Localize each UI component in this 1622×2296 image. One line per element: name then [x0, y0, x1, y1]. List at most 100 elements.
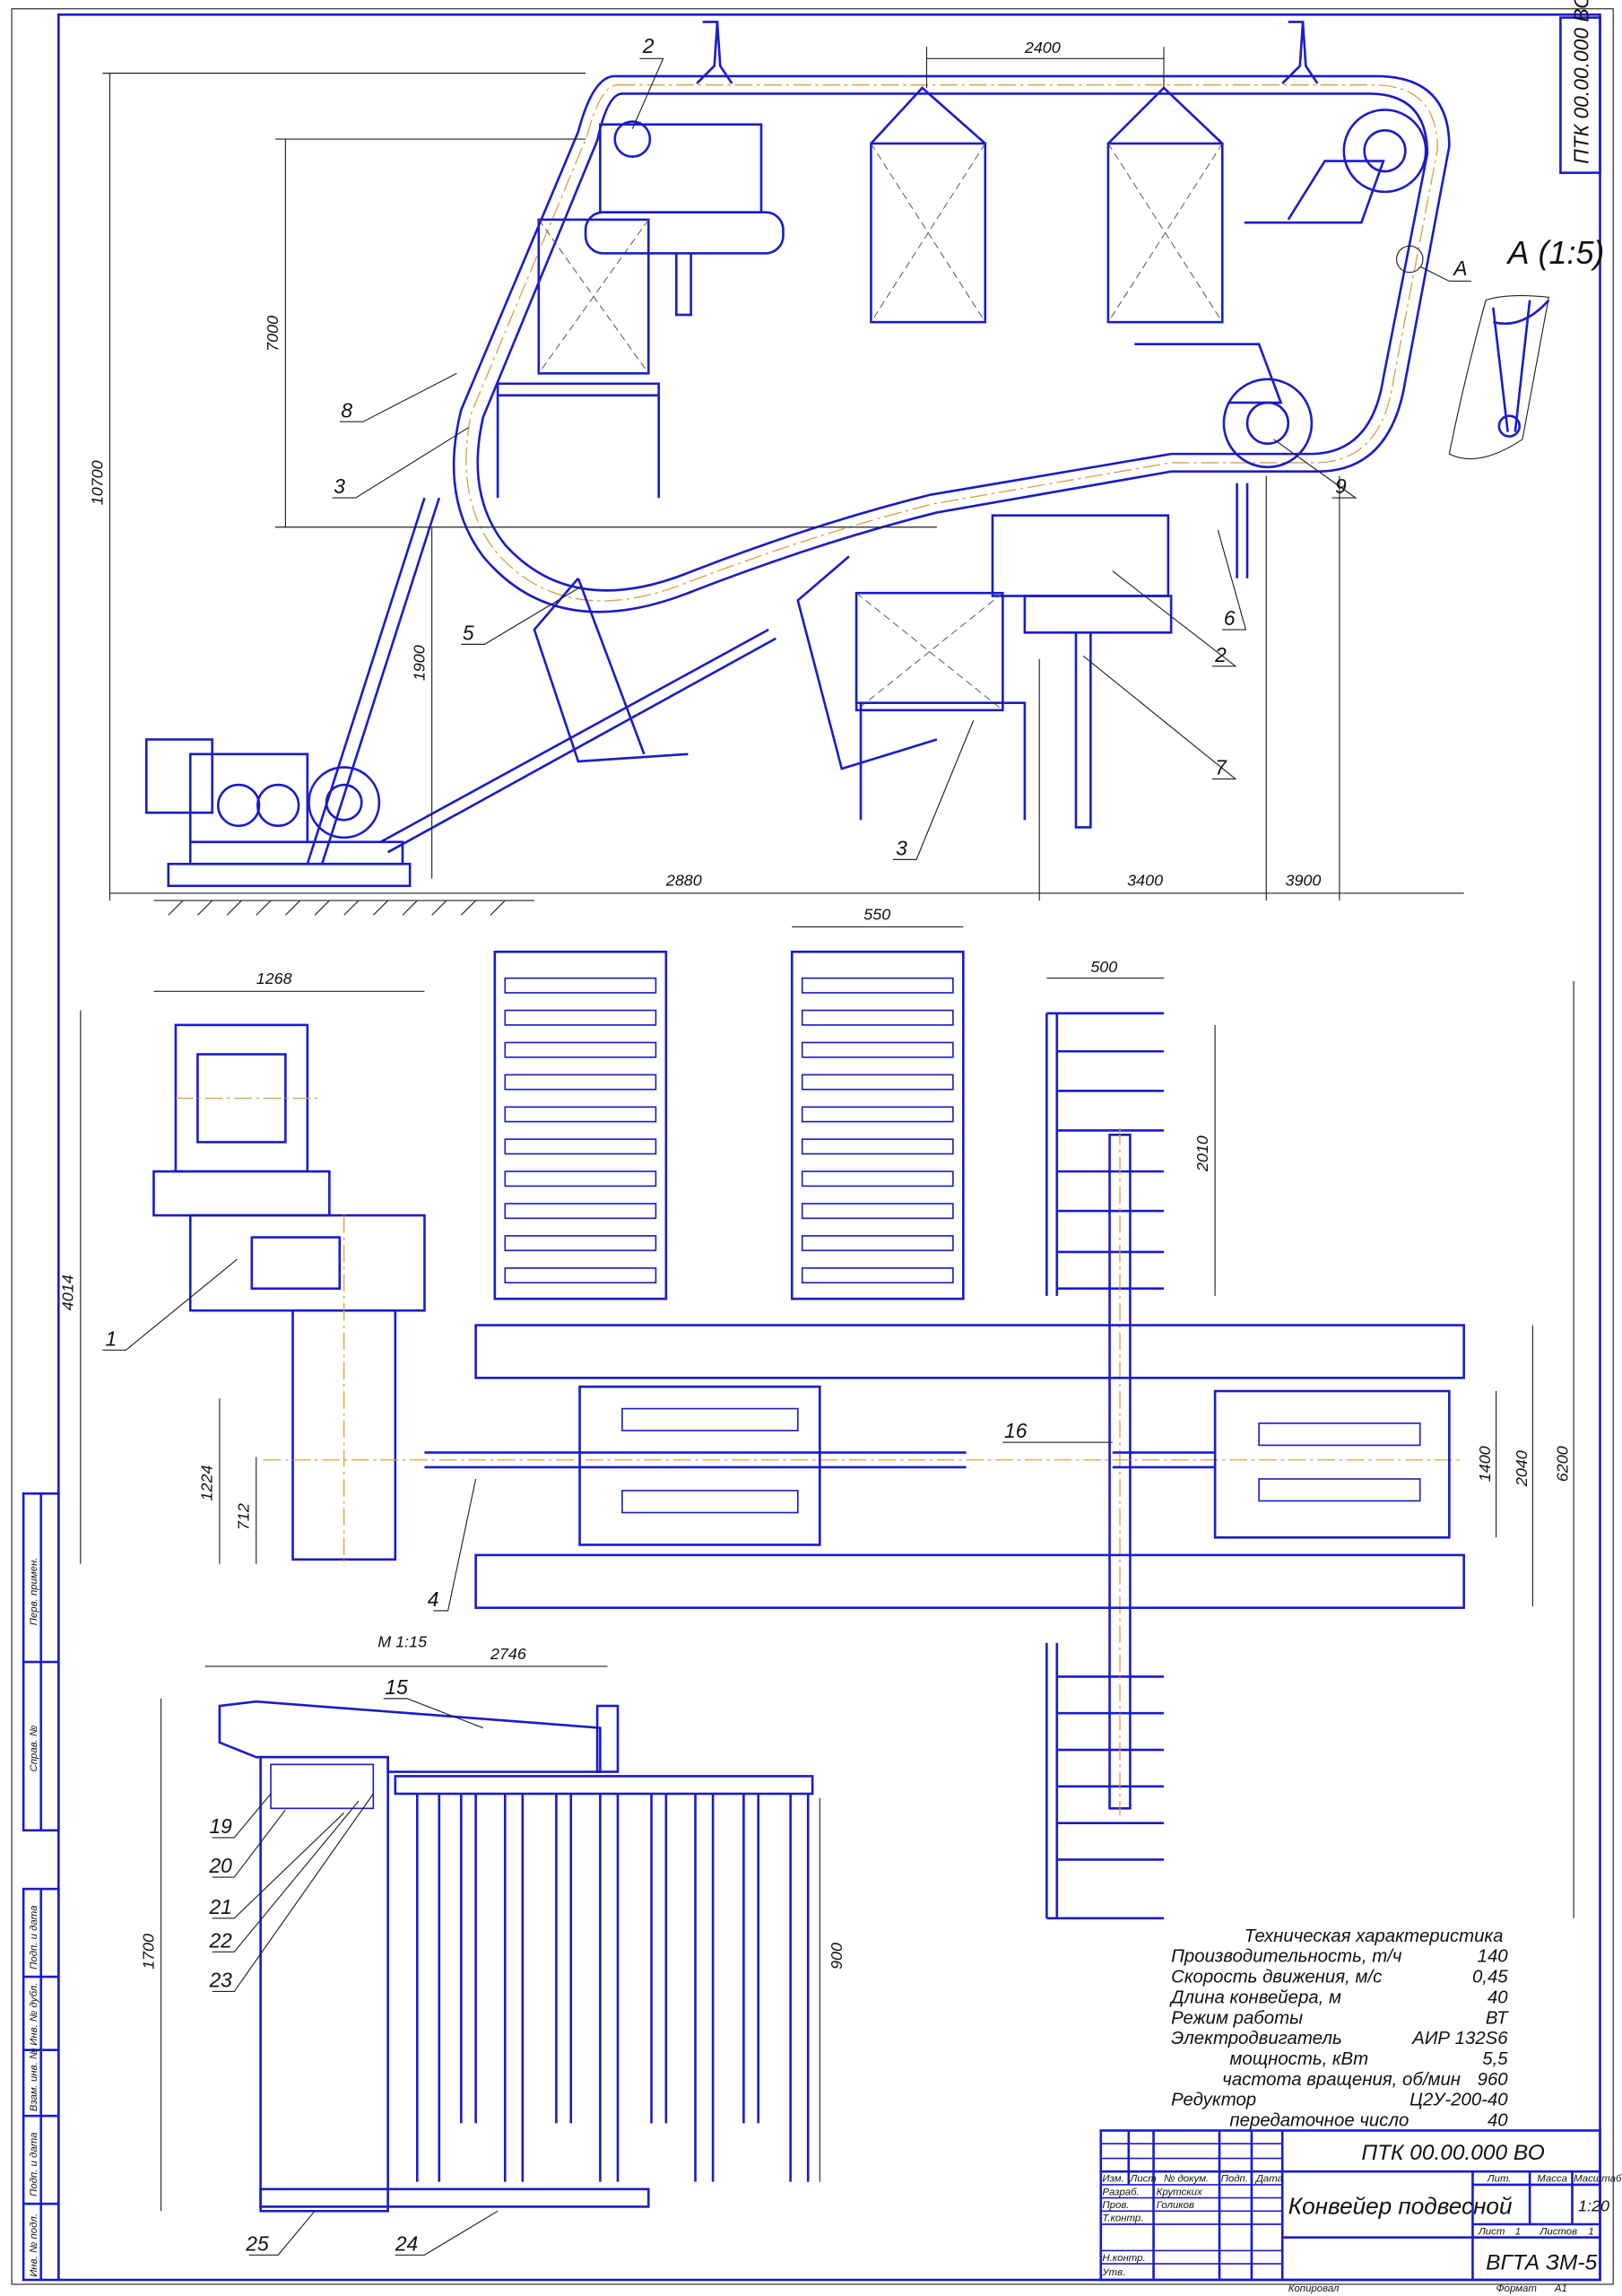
tb-role-prov: Пров. [1102, 2200, 1129, 2211]
dim-2400: 2400 [1024, 39, 1061, 57]
callout-25: 25 [245, 2231, 269, 2255]
stamp-label: Инв. № дубл. [29, 1983, 39, 2046]
dim-1268: 1268 [256, 970, 292, 987]
callout-21: 21 [208, 1895, 231, 1918]
dim-1700: 1700 [139, 1934, 157, 1970]
callout-1: 1 [106, 1326, 117, 1350]
hanger-side-view [160, 1665, 820, 2213]
dim-10700: 10700 [88, 460, 106, 505]
spec-value: 960 [1478, 2070, 1509, 2090]
tb-scale-label: Масштаб [1574, 2174, 1622, 2185]
dim-2746: 2746 [490, 1645, 526, 1663]
tb-person-razrab: Крутских [1157, 2187, 1203, 2197]
tb-sheet-label: Лист [1478, 2226, 1505, 2237]
callout-2: 2 [642, 34, 655, 57]
spec-label: мощность, кВт [1229, 2049, 1368, 2069]
dim-3400: 3400 [1127, 872, 1163, 890]
tb-role-tkontr: Т.контр. [1102, 2213, 1143, 2224]
callout-16: 16 [1004, 1419, 1028, 1442]
spec-label: передаточное число [1229, 2111, 1409, 2131]
callout-5: 5 [463, 621, 474, 644]
detail-view-label: А (1:5) [1506, 234, 1605, 271]
tb-lit-label: Лит. [1487, 2174, 1512, 2185]
dim-7000: 7000 [264, 316, 282, 352]
tb-sheets-total: 1 [1588, 2226, 1593, 2237]
dim-2040: 2040 [1513, 1450, 1531, 1487]
tb-sheet-num: 1 [1515, 2226, 1521, 2237]
callout-23: 23 [208, 1969, 232, 1992]
spec-value: 5,5 [1482, 2049, 1508, 2069]
spec-value: ВТ [1486, 2008, 1509, 2028]
spec-value: АИР 132S6 [1411, 2029, 1508, 2048]
spec-value: Ц2У-200-40 [1409, 2091, 1508, 2110]
dim-1224: 1224 [198, 1465, 216, 1501]
tb-person-prov: Голиков [1157, 2200, 1194, 2211]
title-block: ПТК 00.00.000 ВО Конвейер подвесной ВГТА… [1099, 2129, 1622, 2294]
callout-22: 22 [208, 1928, 232, 1952]
callout-3: 3 [334, 474, 345, 498]
tb-scale: 1:20 [1578, 2196, 1609, 2214]
dim-2880: 2880 [665, 872, 702, 890]
tb-name: Конвейер подвесной [1288, 2193, 1513, 2220]
stamp-label: Инв. № подл. [29, 2213, 39, 2277]
stamp-label: Взам. инв. № [29, 2048, 39, 2112]
spec-label: частота вращения, об/мин [1222, 2070, 1461, 2090]
callout-7: 7 [1215, 756, 1227, 779]
callout-24: 24 [395, 2231, 418, 2255]
spec-label: Длина конвейера, м [1169, 1987, 1341, 2007]
callout-9: 9 [1335, 474, 1347, 498]
tb-role-nkontr: Н.контр. [1102, 2253, 1145, 2264]
tb-sign-header: Подп. [1221, 2174, 1248, 2185]
callout-6: 6 [1224, 606, 1236, 630]
dim-712: 712 [235, 1503, 253, 1530]
tech-spec: Техническая характеристика Производитель… [1169, 1926, 1509, 2131]
dim-900: 900 [828, 1943, 846, 1970]
tb-format-label: Формат [1496, 2283, 1537, 2294]
sheet-frame: ПТК 00.00.000 ВО [11, 0, 1614, 2285]
roller-rack [493, 950, 668, 1300]
tb-format: А1 [1554, 2283, 1567, 2294]
tb-mass-label: Масса [1537, 2174, 1567, 2185]
spec-value: 40 [1488, 1987, 1508, 2007]
spec-label: Электродвигатель [1171, 2029, 1342, 2048]
spec-label: Скорость движения, м/с [1171, 1968, 1382, 1987]
spec-value: 0,45 [1472, 1968, 1508, 1987]
stamp-label: Справ. № [29, 1726, 39, 1772]
side-stamp: Перв. примен. Справ. № Подп. и дата Инв.… [22, 1492, 60, 2282]
stamp-label: Перв. примен. [29, 1557, 39, 1625]
tech-spec-title: Техническая характеристика [1245, 1926, 1504, 1946]
spec-label: Режим работы [1171, 2008, 1303, 2028]
dim-3900: 3900 [1285, 872, 1321, 890]
scale-note: М 1:15 [377, 1633, 428, 1651]
dim-1900: 1900 [410, 645, 428, 681]
dim-4014: 4014 [59, 1274, 77, 1310]
tb-date-header: Дата [1254, 2174, 1283, 2185]
spec-label: Редуктор [1171, 2091, 1256, 2110]
dim-550: 550 [863, 905, 890, 923]
rotated-designation: ПТК 00.00.000 ВО [1569, 0, 1592, 164]
dim-6200: 6200 [1554, 1446, 1572, 1482]
tb-role-utv: Утв. [1101, 2267, 1125, 2278]
tb-sheets-label: Листов [1540, 2226, 1578, 2237]
tb-doc-header: № докум. [1164, 2174, 1209, 2185]
dim-2010: 2010 [1193, 1135, 1211, 1172]
spec-label: Производительность, т/ч [1171, 1947, 1402, 1967]
tb-list-header: Лист [1129, 2174, 1156, 2185]
detail-callout: А [1452, 257, 1467, 280]
callout-leaders [102, 57, 1357, 2256]
spec-value: 140 [1478, 1947, 1509, 1967]
spec-value: 40 [1488, 2111, 1508, 2131]
callout-8: 8 [341, 398, 352, 422]
tb-izm-header: Изм. [1102, 2174, 1123, 2185]
callout-4: 4 [428, 1587, 439, 1611]
tb-role-razrab: Разраб. [1102, 2187, 1139, 2197]
stamp-label: Подп. и дата [29, 2133, 39, 2196]
drive-unit [144, 738, 412, 888]
callout-19: 19 [209, 1814, 232, 1838]
stamp-label: Подп. и дата [29, 1906, 39, 1970]
tb-copied: Копировал [1288, 2283, 1340, 2294]
conveyor-elevation-view: А А (1:5) [102, 21, 1605, 916]
callout-15: 15 [385, 1675, 408, 1699]
callout-3: 3 [896, 836, 907, 859]
